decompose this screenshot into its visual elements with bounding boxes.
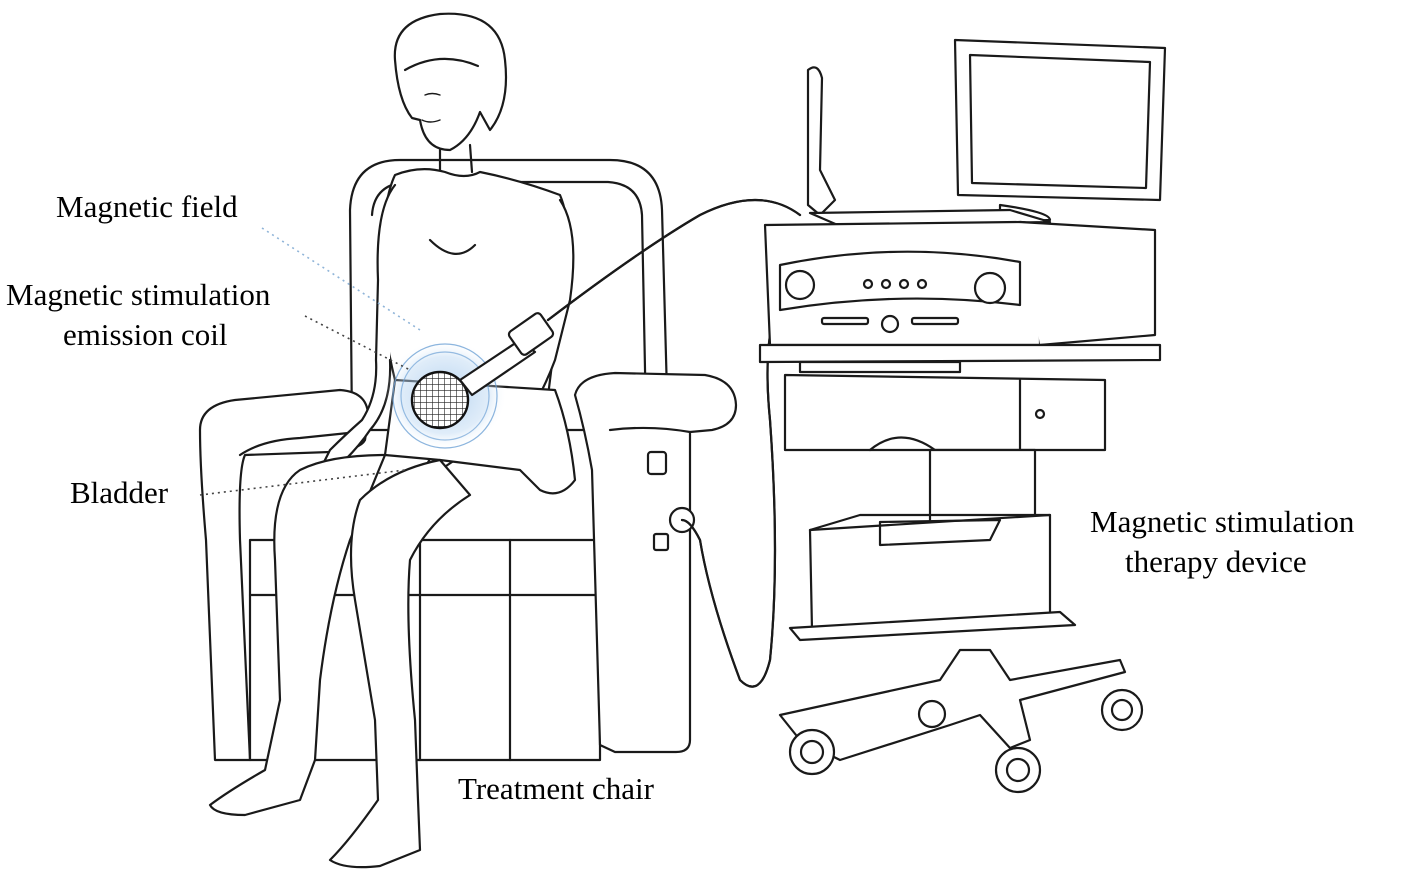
- emission-coil: [383, 312, 555, 450]
- label-device-line2: therapy device: [1125, 544, 1307, 579]
- monitor-icon: [953, 38, 1167, 224]
- control-knobs: [862, 278, 928, 290]
- caster-wheels: [788, 688, 1144, 794]
- leader-magnetic-field: [261, 227, 421, 331]
- label-device-line1: Magnetic stimulation: [1090, 504, 1355, 539]
- label-magnetic-field: Magnetic field: [56, 189, 238, 224]
- label-bladder: Bladder: [70, 475, 169, 510]
- leader-bladder: [199, 469, 406, 496]
- therapy-device: [758, 38, 1167, 794]
- label-treatment-chair: Treatment chair: [458, 771, 654, 806]
- leader-coil: [304, 315, 411, 371]
- label-coil-line1: Magnetic stimulation: [6, 277, 271, 312]
- label-coil-line2: emission coil: [63, 317, 228, 352]
